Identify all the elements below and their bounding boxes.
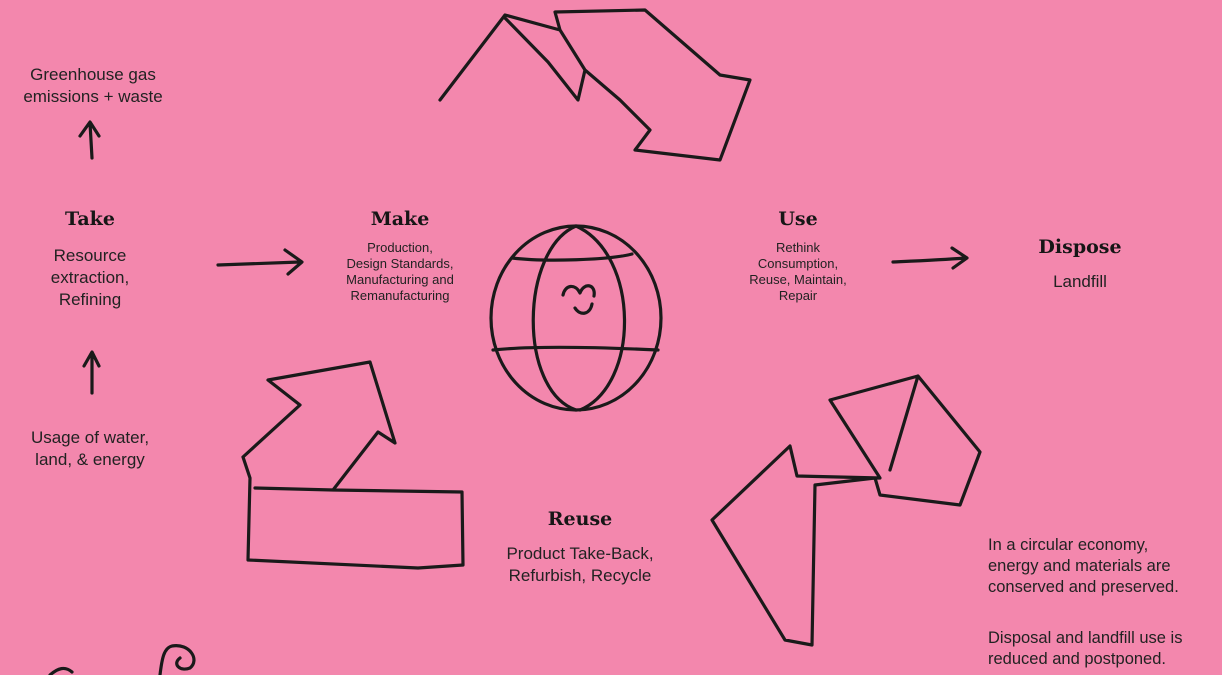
globe-smile-icon xyxy=(489,224,663,412)
stage-take-title: Take xyxy=(65,208,115,230)
recycle-arrow-icon-left xyxy=(241,360,465,570)
arrow-right-icon-take-make xyxy=(216,248,304,276)
stage-dispose-line-1: Landfill xyxy=(1053,272,1107,291)
stage-reuse-line-1: Product Take-Back, xyxy=(506,544,654,563)
stage-dispose: Dispose Landfill xyxy=(1010,235,1150,293)
stage-use-line-2: Consumption, xyxy=(757,256,839,271)
note-circular-line-2: energy and materials are xyxy=(988,557,1171,575)
note-circular-line-1: In a circular economy, xyxy=(988,536,1149,554)
stage-make-line-4: Remanufacturing xyxy=(350,288,450,303)
stage-dispose-title: Dispose xyxy=(1038,236,1122,258)
emissions-label: Greenhouse gas emissions + waste xyxy=(0,64,186,108)
arrow-up-icon-usage xyxy=(82,350,101,395)
stage-take-line-1: Resource xyxy=(53,246,127,265)
note-disposal: Disposal and landfill use is reduced and… xyxy=(988,628,1220,670)
stage-make-line-3: Manufacturing and xyxy=(346,272,454,287)
usage-line-1: Usage of water, xyxy=(30,428,150,447)
stage-make-line-1: Production, xyxy=(367,240,433,255)
recycle-arrow-icon-right xyxy=(710,374,982,647)
stage-make-title: Make xyxy=(370,208,430,230)
stage-make: Make Production, Design Standards, Manuf… xyxy=(320,207,480,304)
stage-reuse-title: Reuse xyxy=(547,508,613,530)
stage-use-line-4: Repair xyxy=(778,288,818,303)
arrow-right-icon-use-dispose xyxy=(891,246,969,270)
stage-make-line-2: Design Standards, xyxy=(346,256,454,271)
stage-take-line-3: Refining xyxy=(58,290,122,309)
decorative-figure-icon xyxy=(48,644,196,675)
note-circular-line-3: conserved and preserved. xyxy=(988,578,1179,596)
stage-take: Take Resource extraction, Refining xyxy=(20,207,160,311)
usage-line-2: land, & energy xyxy=(35,450,145,469)
recycle-arrow-icon-top xyxy=(438,8,752,162)
stage-take-line-2: extraction, xyxy=(50,268,130,287)
note-circular-economy: In a circular economy, energy and materi… xyxy=(988,535,1220,598)
stage-use: Use Rethink Consumption, Reuse, Maintain… xyxy=(733,207,863,304)
note-disposal-line-1: Disposal and landfill use is xyxy=(988,629,1183,647)
emissions-line-1: Greenhouse gas xyxy=(30,65,156,84)
arrow-up-icon-emissions xyxy=(78,120,101,160)
emissions-line-2: emissions + waste xyxy=(23,87,163,106)
stage-use-line-1: Rethink xyxy=(775,240,821,255)
note-disposal-line-2: reduced and postponed. xyxy=(988,650,1166,668)
stage-reuse: Reuse Product Take-Back, Refurbish, Recy… xyxy=(490,507,670,587)
stage-reuse-line-2: Refurbish, Recycle xyxy=(508,566,652,585)
stage-use-line-3: Reuse, Maintain, xyxy=(749,272,847,287)
stage-use-title: Use xyxy=(778,208,818,230)
usage-label: Usage of water, land, & energy xyxy=(5,427,175,471)
